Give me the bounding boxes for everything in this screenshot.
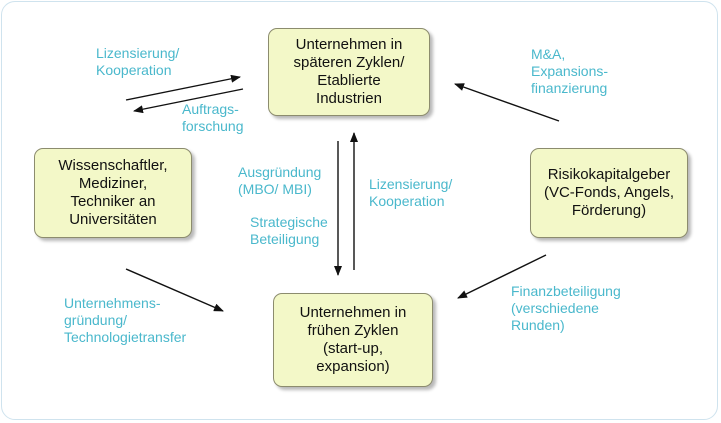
label-strategic-investment: Strategische Beteiligung xyxy=(250,214,328,247)
label-spin-off: Ausgründung (MBO/ MBI) xyxy=(238,164,322,197)
node-early-stage-companies-text: Unternehmen in frühen Zyklen (start-up, … xyxy=(299,304,407,375)
label-ma-expansion-financing: M&A, Expansions- finanzierung xyxy=(531,46,609,96)
node-venture-capital-text: Risikokapitalgeber (VC-Fonds, Angels, Fö… xyxy=(543,166,675,219)
arrow-vc-to-late xyxy=(454,83,560,122)
arrow-licensing-to-late xyxy=(125,74,241,101)
node-late-stage-companies-text: Unternehmen in späteren Zyklen/ Etablier… xyxy=(293,36,405,107)
node-early-stage-companies: Unternehmen in frühen Zyklen (start-up, … xyxy=(273,293,433,387)
label-licensing-cooperation-mid: Lizensierung/ Kooperation xyxy=(369,176,453,209)
arrow-contract-research-to-scientists xyxy=(133,88,244,114)
node-late-stage-companies: Unternehmen in späteren Zyklen/ Etablier… xyxy=(268,28,430,116)
arrow-vc-to-early xyxy=(457,254,547,299)
label-licensing-cooperation-top: Lizensierung/ Kooperation xyxy=(96,45,180,78)
label-financing-rounds: Finanzbeteiligung (verschiedene Runden) xyxy=(511,283,621,333)
node-venture-capital: Risikokapitalgeber (VC-Fonds, Angels, Fö… xyxy=(530,148,688,238)
arrow-scientists-to-early xyxy=(125,268,224,312)
node-scientists-text: Wissenschaftler, Mediziner, Techniker an… xyxy=(58,157,168,228)
label-contract-research: Auftrags- forschung xyxy=(182,101,244,134)
label-company-founding: Unternehmens- gründung/ Technologietrans… xyxy=(64,295,187,345)
node-scientists: Wissenschaftler, Mediziner, Techniker an… xyxy=(34,148,192,238)
